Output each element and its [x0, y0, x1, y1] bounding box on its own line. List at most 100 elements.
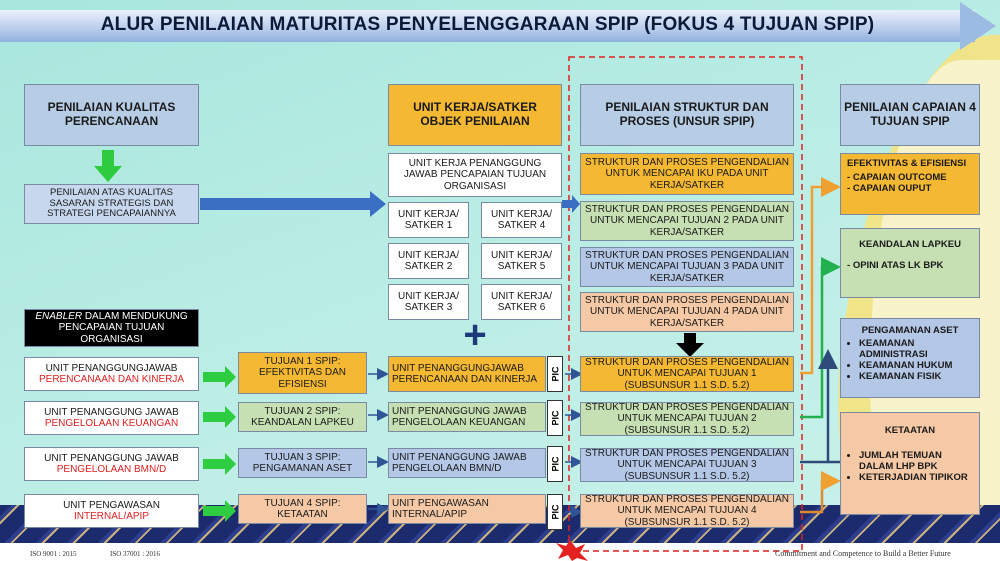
- dashed-focus-frame: [568, 56, 803, 552]
- col4-header: PENILAIAN CAPAIAN 4 TUJUAN SPIP: [840, 84, 980, 146]
- pic-tag-4-label: PIC: [550, 504, 561, 520]
- tujuan-1-label: TUJUAN 1 SPIP: EFEKTIVITAS DAN EFISIENSI: [258, 355, 347, 390]
- result-ketaatan-list: JUMLAH TEMUAN DALAM LHP BPK KETERJADIAN …: [847, 450, 973, 483]
- result-efektivitas-item-2-text: CAPAIAN OUPUT: [852, 183, 932, 194]
- result-ketaatan-title: KETAATAN: [884, 425, 936, 436]
- footer-iso-9001: ISO 9001 : 2015: [30, 550, 77, 558]
- satker-2: UNIT KERJA/ SATKER 2: [388, 243, 469, 279]
- result-ketaatan-item-1: JUMLAH TEMUAN DALAM LHP BPK: [859, 450, 973, 472]
- satker-6-label: UNIT KERJA/ SATKER 6: [491, 290, 552, 314]
- struktur-lower-3-label: STRUKTUR DAN PROSES PENGENDALIAN UNTUK M…: [585, 447, 789, 482]
- resp-unit-2-label: UNIT PENANGGUNG JAWAB PENGELOLAAN KEUANG…: [392, 405, 527, 429]
- col3-header-label: PENILAIAN STRUKTUR DAN PROSES (UNSUR SPI…: [605, 100, 769, 128]
- col1-assessment-box: PENILAIAN ATAS KUALITAS SASARAN STRATEGI…: [24, 184, 199, 224]
- struktur-upper-4-label: STRUKTUR DAN PROSES PENGENDALIAN UNTUK M…: [585, 294, 789, 329]
- result-aset-item-2: KEAMANAN HUKUM: [859, 360, 973, 371]
- unit-row2-line1: UNIT PENANGGUNG JAWAB: [44, 406, 179, 418]
- result-lapkeu-item-1: - OPINI ATAS LK BPK: [847, 260, 944, 271]
- connector-green-lapkeu: [800, 257, 841, 419]
- col2-header: UNIT KERJA/SATKER OBJEK PENILAIAN: [388, 84, 562, 146]
- unit-row1-line1: UNIT PENANGGUNGJAWAB: [45, 362, 178, 374]
- col3-header: PENILAIAN STRUKTUR DAN PROSES (UNSUR SPI…: [580, 84, 794, 146]
- result-efektivitas: EFEKTIVITAS & EFISIENSI - CAPAIAN OUTCOM…: [840, 153, 980, 215]
- red-starburst-icon: [556, 540, 588, 561]
- resp-unit-3-label: UNIT PENANGGUNG JAWAB PENGELOLAAN BMN/D: [392, 451, 527, 475]
- struktur-lower-4: STRUKTUR DAN PROSES PENGENDALIAN UNTUK M…: [580, 494, 794, 528]
- resp-unit-4-label: UNIT PENGAWASAN INTERNAL/APIP: [392, 497, 489, 521]
- header-arrow-body: [0, 10, 975, 42]
- unit-row3-line1: UNIT PENANGGUNG JAWAB: [44, 452, 179, 464]
- result-lapkeu-item-1-text: OPINI ATAS LK BPK: [852, 260, 944, 271]
- struktur-upper-2: STRUKTUR DAN PROSES PENGENDALIAN UNTUK M…: [580, 201, 794, 241]
- plus-icon: +: [463, 313, 487, 357]
- footer-slogan: Commitment and Competence to Build a Bet…: [775, 549, 951, 558]
- tujuan-3-label: TUJUAN 3 SPIP: PENGAMANAN ASET: [252, 451, 353, 475]
- struktur-upper-4: STRUKTUR DAN PROSES PENGENDALIAN UNTUK M…: [580, 292, 794, 332]
- result-efektivitas-title: EFEKTIVITAS & EFISIENSI: [847, 158, 967, 169]
- green-arrow-row4-icon: [203, 500, 236, 522]
- struktur-upper-2-label: STRUKTUR DAN PROSES PENGENDALIAN UNTUK M…: [585, 203, 789, 238]
- result-efektivitas-items: - CAPAIAN OUTCOME - CAPAIAN OUPUT: [847, 172, 973, 194]
- page-title: ALUR PENILAIAN MATURITAS PENYELENGGARAAN…: [100, 14, 875, 35]
- result-efektivitas-item-1: - CAPAIAN OUTCOME: [847, 172, 947, 183]
- connector-orange-efektivitas: [800, 177, 841, 375]
- resp-unit-4: UNIT PENGAWASAN INTERNAL/APIP: [388, 494, 546, 524]
- tujuan-4-label: TUJUAN 4 SPIP: KETAATAN: [264, 497, 341, 521]
- result-lapkeu: KEANDALAN LAPKEU - OPINI ATAS LK BPK: [840, 228, 980, 298]
- unit-row2-line2: PENGELOLAAN KEUANGAN: [44, 418, 179, 429]
- connector-orange-ketaatan: [800, 471, 841, 514]
- satker-4-label: UNIT KERJA/ SATKER 4: [491, 208, 552, 232]
- result-efektivitas-item-2: - CAPAIAN OUPUT: [847, 183, 932, 194]
- result-lapkeu-title: KEANDALAN LAPKEU: [859, 239, 961, 250]
- unit-row4-line2: INTERNAL/APIP: [73, 511, 150, 522]
- pic-tag-1: PIC: [547, 356, 563, 392]
- struktur-lower-1-label: STRUKTUR DAN PROSES PENGENDALIAN UNTUK M…: [585, 356, 789, 391]
- tujuan-3-box: TUJUAN 3 SPIP: PENGAMANAN ASET: [238, 448, 367, 478]
- resp-unit-2: UNIT PENANGGUNG JAWAB PENGELOLAAN KEUANG…: [388, 402, 546, 432]
- unit-row1: UNIT PENANGGUNGJAWAB PERENCANAAN DAN KIN…: [24, 357, 199, 391]
- footer-iso-37001: ISO 37001 : 2016: [110, 550, 160, 558]
- footer-bar: [0, 543, 1000, 561]
- result-aset-item-3: KEAMANAN FISIK: [859, 371, 973, 382]
- green-down-arrow-icon: [94, 150, 122, 182]
- small-blue-arrow-icon: [562, 195, 580, 213]
- satker-5: UNIT KERJA/ SATKER 5: [481, 243, 562, 279]
- unit-row4: UNIT PENGAWASAN INTERNAL/APIP: [24, 494, 199, 528]
- satker-5-label: UNIT KERJA/ SATKER 5: [491, 249, 552, 273]
- result-aset-item-1: KEAMANAN ADMINISTRASI: [859, 338, 973, 360]
- tujuan-4-box: TUJUAN 4 SPIP: KETAATAN: [238, 494, 367, 524]
- struktur-lower-4-label: STRUKTUR DAN PROSES PENGENDALIAN UNTUK M…: [585, 493, 789, 528]
- enabler-label: ENABLER DALAM MENDUKUNG PENCAPAIAN TUJUA…: [28, 311, 195, 346]
- col1-assessment-label: PENILAIAN ATAS KUALITAS SASARAN STRATEGI…: [47, 186, 176, 220]
- result-ketaatan: KETAATAN JUMLAH TEMUAN DALAM LHP BPK KET…: [840, 412, 980, 515]
- pic-tag-2: PIC: [547, 400, 563, 436]
- unit-row4-line1: UNIT PENGAWASAN: [63, 499, 160, 511]
- tujuan-2-label: TUJUAN 2 SPIP: KEANDALAN LAPKEU: [251, 405, 354, 429]
- struktur-lower-3: STRUKTUR DAN PROSES PENGENDALIAN UNTUK M…: [580, 448, 794, 482]
- enabler-box: ENABLER DALAM MENDUKUNG PENCAPAIAN TUJUA…: [24, 309, 199, 347]
- satker-2-label: UNIT KERJA/ SATKER 2: [398, 249, 459, 273]
- col2-header-label: UNIT KERJA/SATKER OBJEK PENILAIAN: [413, 100, 537, 128]
- unit-row3-line2: PENGELOLAAN BMN/D: [56, 464, 167, 475]
- col2-top-unit-label: UNIT KERJA PENANGGUNG JAWAB PENCAPAIAN T…: [403, 157, 547, 192]
- green-arrow-row3-icon: [203, 453, 236, 475]
- col1-header: PENILAIAN KUALITAS PERENCANAAN: [24, 84, 199, 146]
- struktur-upper-3: STRUKTUR DAN PROSES PENGENDALIAN UNTUK M…: [580, 247, 794, 287]
- green-arrow-row2-icon: [203, 406, 236, 428]
- result-aset: PENGAMANAN ASET KEAMANAN ADMINISTRASI KE…: [840, 318, 980, 398]
- satker-3: UNIT KERJA/ SATKER 3: [388, 284, 469, 320]
- struktur-lower-2: STRUKTUR DAN PROSES PENGENDALIAN UNTUK M…: [580, 402, 794, 436]
- col4-header-label: PENILAIAN CAPAIAN 4 TUJUAN SPIP: [844, 100, 976, 128]
- pic-tag-4: PIC: [547, 494, 563, 530]
- enabler-rest: DALAM MENDUKUNG PENCAPAIAN TUJUAN ORGANI…: [58, 310, 188, 345]
- result-aset-title: PENGAMANAN ASET: [861, 325, 959, 336]
- pic-tag-1-label: PIC: [550, 366, 561, 382]
- pic-tag-3-label: PIC: [550, 456, 561, 472]
- unit-row1-line2: PERENCANAAN DAN KINERJA: [38, 374, 185, 385]
- struktur-lower-1: STRUKTUR DAN PROSES PENGENDALIAN UNTUK M…: [580, 356, 794, 392]
- satker-3-label: UNIT KERJA/ SATKER 3: [398, 290, 459, 314]
- unit-row2: UNIT PENANGGUNG JAWAB PENGELOLAAN KEUANG…: [24, 401, 199, 435]
- pic-tag-3: PIC: [547, 446, 563, 482]
- header-arrow-head-icon: [960, 2, 996, 50]
- satker-4: UNIT KERJA/ SATKER 4: [481, 202, 562, 238]
